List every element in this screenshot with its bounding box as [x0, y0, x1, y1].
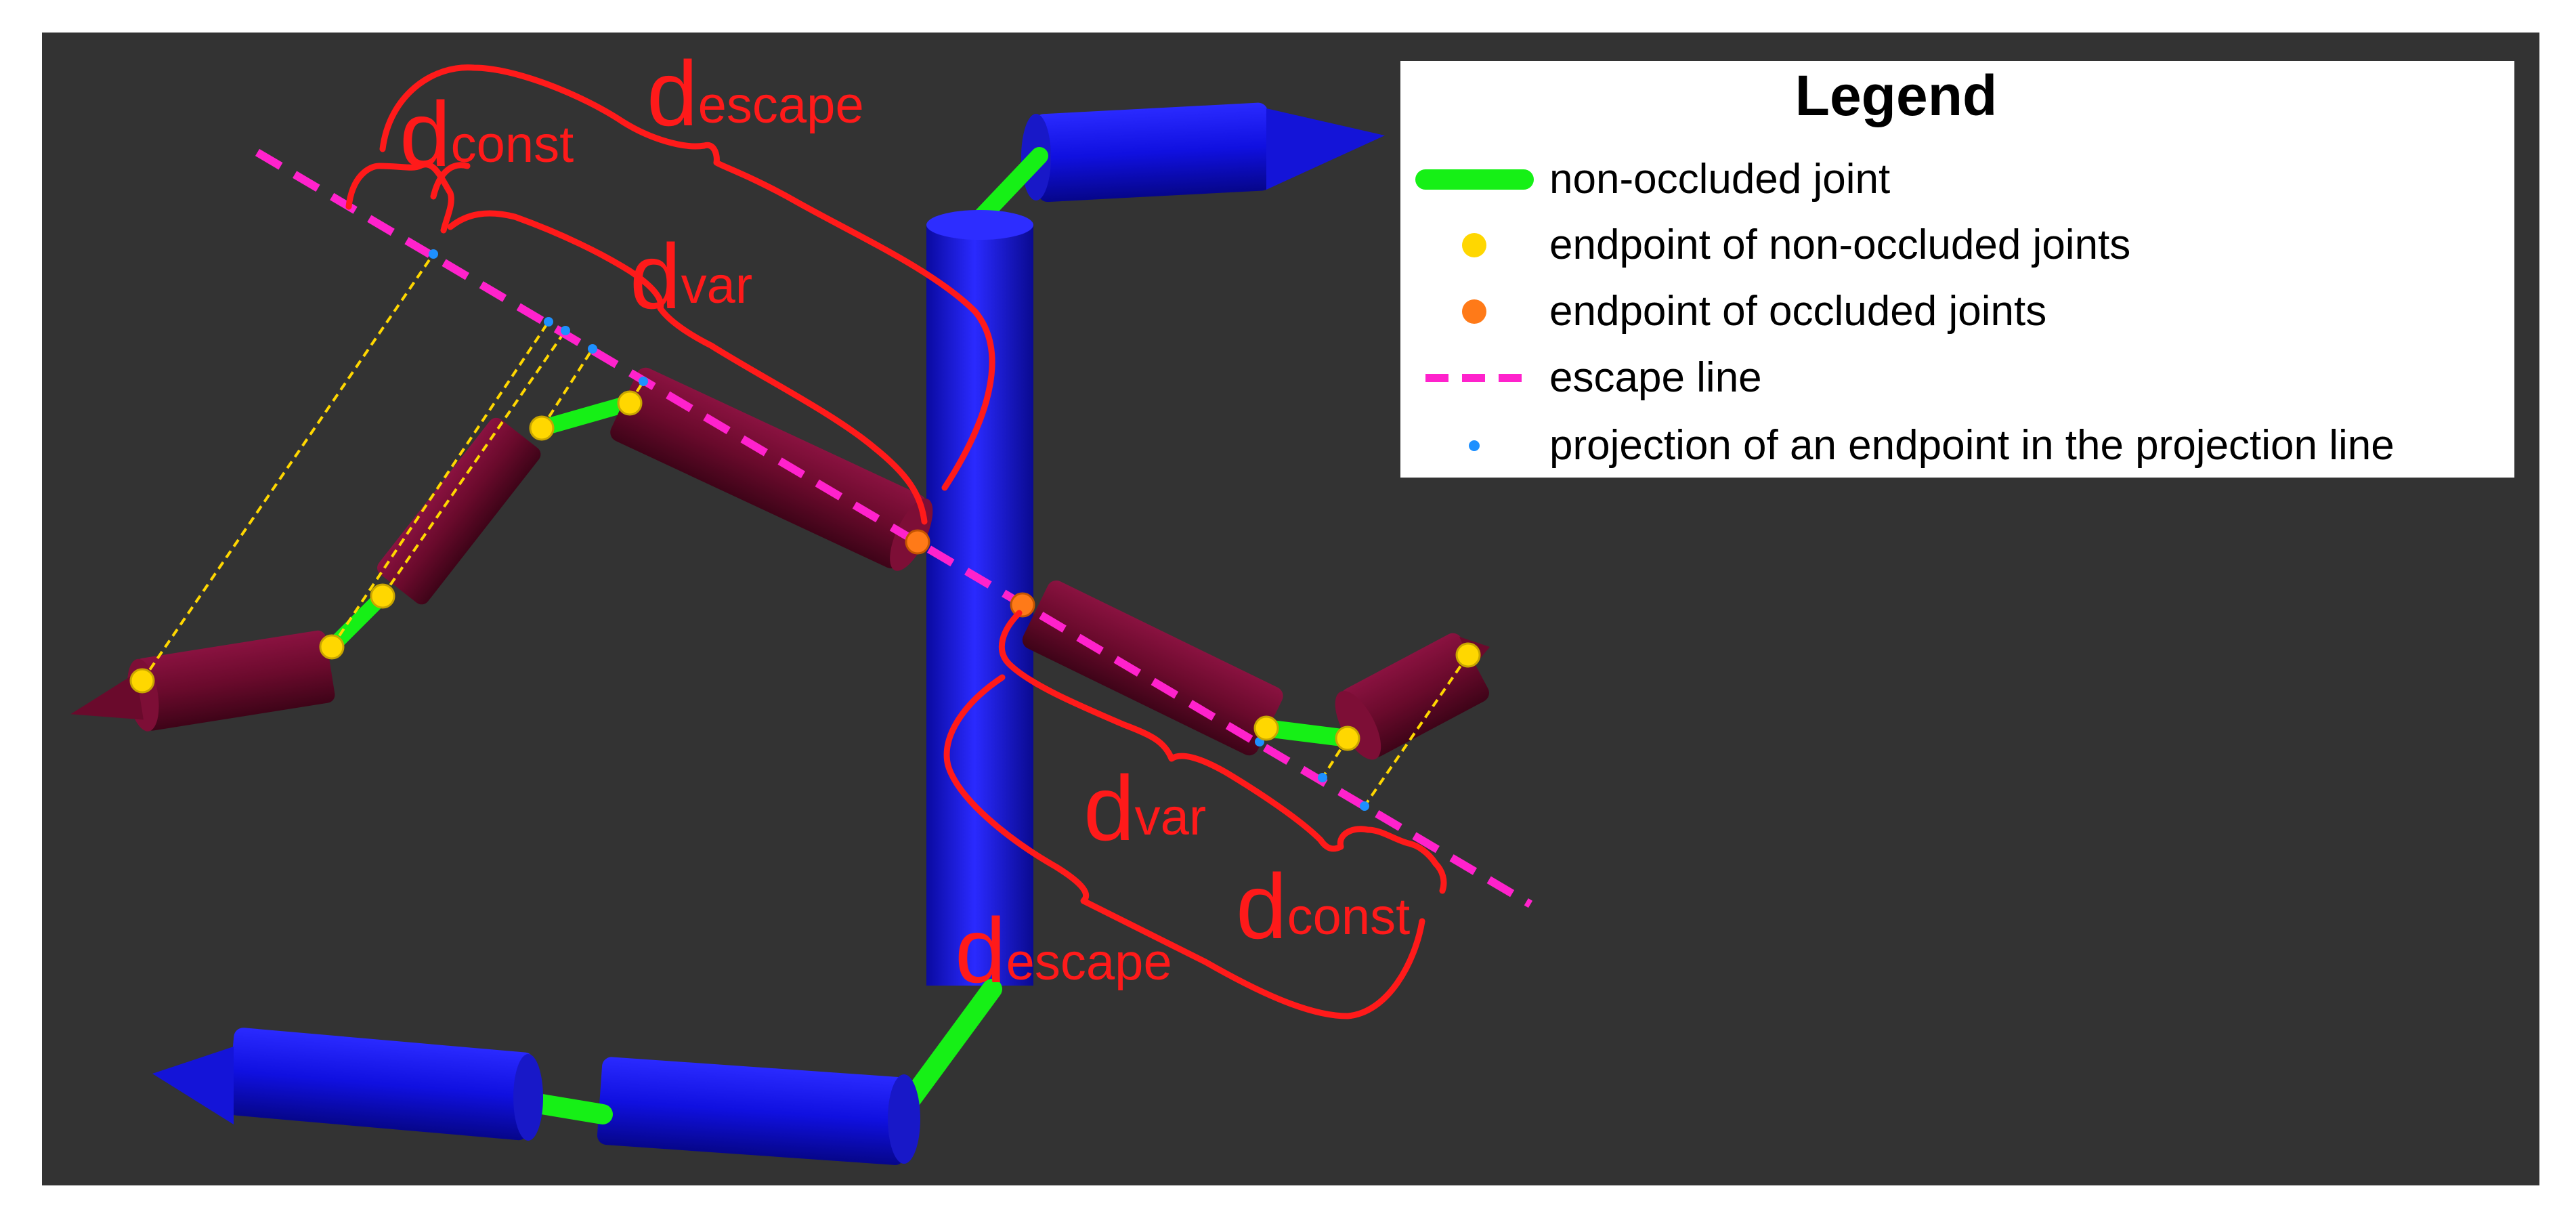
non-occluded-endpoints: [129, 390, 1481, 751]
maroon-rod-far-right: [1340, 633, 1489, 757]
legend-title: Legend: [1795, 64, 1998, 127]
projection-dots: [429, 249, 1369, 811]
blue-rod-top: [1034, 102, 1272, 203]
legend-box: [1400, 61, 2514, 478]
blue-rod-bottom-right: [597, 1057, 910, 1165]
legend-symbol-blue-dot: [1469, 440, 1480, 451]
label-d-var-upper: dvar: [630, 225, 752, 328]
legend-label-0: non-occluded joint: [1549, 156, 1890, 203]
maroon-rod-diagonal: [377, 417, 541, 605]
distance-braces: [345, 64, 1447, 1019]
maroon-rod-far-right-cap: [1335, 691, 1381, 760]
green-joint-bottom: [897, 979, 1002, 1114]
legend-label-2: endpoint of occluded joints: [1549, 288, 2046, 335]
maroon-rod-left: [135, 630, 335, 731]
maroon-rod-central: [610, 367, 926, 569]
legend-label-3: escape line: [1549, 354, 1762, 401]
occluded-endpoints: [905, 529, 1035, 618]
maroon-rod-right: [1022, 580, 1283, 756]
legend: Legend non-occluded joint endpoint of no…: [1400, 61, 2514, 478]
legend-label-4: projection of an endpoint in the project…: [1549, 422, 2395, 469]
label-d-const-lower: dconst: [1236, 855, 1410, 958]
legend-label-1: endpoint of non-occluded joints: [1549, 222, 2130, 268]
distance-labels: dconst descape dvar dvar dconst descape: [400, 42, 1410, 1002]
blue-pole-cap: [926, 210, 1033, 240]
green-joint-right: [1258, 719, 1356, 747]
green-joint-left-2: [534, 395, 638, 436]
blue-rod-bottom-right-cap: [888, 1074, 920, 1164]
legend-symbol-yellow-dot: [1462, 233, 1486, 257]
label-d-const-upper: dconst: [400, 83, 574, 186]
blue-arrow-top: [1266, 108, 1385, 190]
label-d-var-lower: dvar: [1083, 757, 1206, 860]
label-d-escape-upper: descape: [647, 42, 864, 145]
maroon-robot-arm: [70, 367, 1490, 760]
blue-arrow-bottom: [152, 1047, 234, 1124]
label-d-escape-lower: descape: [955, 899, 1172, 1002]
blue-rod-bottom-left: [228, 1028, 534, 1141]
blue-rod-bottom-left-cap: [513, 1054, 543, 1141]
maroon-arrow-left: [70, 673, 144, 720]
legend-symbol-orange-dot: [1462, 299, 1486, 324]
